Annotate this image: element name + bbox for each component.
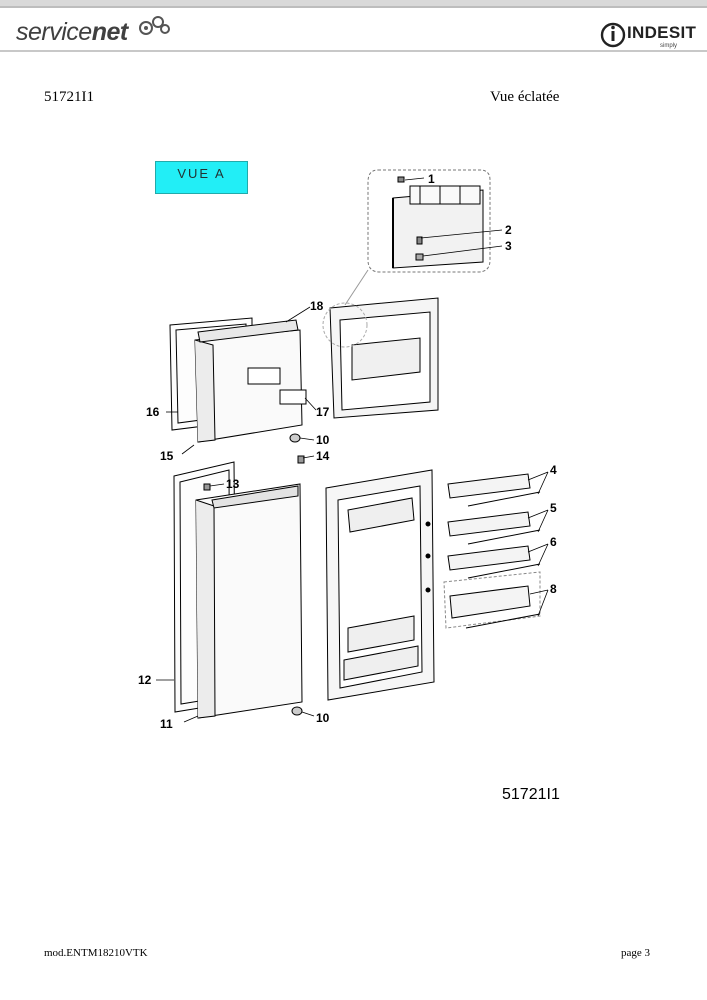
- callout-18: 18: [310, 299, 324, 313]
- callout-10-top: 10: [316, 433, 330, 447]
- callout-2: 2: [505, 223, 512, 237]
- part-13-stop: [203, 483, 211, 491]
- drawing-code: 51721I1: [502, 786, 560, 803]
- gears-icon: [139, 16, 170, 35]
- callout-8: 8: [550, 582, 557, 596]
- part-18-door-trim: [197, 319, 299, 343]
- part-1-hinge-cap: [397, 176, 405, 183]
- part-10-hinge-bottom: [291, 706, 303, 716]
- page-header: servicenet INDESIT simply: [0, 8, 707, 54]
- callout-3: 3: [505, 239, 512, 253]
- part-11-door-panel: [195, 483, 303, 719]
- callout-5: 5: [550, 501, 557, 515]
- callout-11: 11: [160, 717, 173, 731]
- document-reference: 51721I1: [44, 89, 94, 105]
- indesit-i-icon: [600, 22, 626, 48]
- brand-name: INDESIT: [627, 23, 697, 42]
- part-3-bushing: [415, 253, 424, 261]
- indesit-logo: INDESIT simply: [600, 21, 697, 51]
- freezer-door-exploded: [169, 297, 439, 443]
- part-10-hinge-top: [289, 433, 301, 443]
- view-a-label: VUE A: [155, 161, 248, 194]
- callout-12: 12: [138, 673, 152, 687]
- callout-1: 1: [428, 172, 435, 186]
- callout-6: 6: [550, 535, 557, 549]
- header-rule: [0, 50, 707, 52]
- part-17-label: [279, 389, 307, 405]
- callout-15: 15: [160, 449, 174, 463]
- part-5-shelf: [447, 511, 531, 537]
- logo-text-service: service: [16, 18, 92, 46]
- leader-lines: [156, 177, 549, 723]
- top-border-line: [0, 6, 707, 8]
- part-4-shelf: [447, 473, 531, 499]
- part-2-pin: [416, 236, 423, 245]
- detail-inset: [344, 169, 491, 306]
- part-6-shelf: [447, 545, 531, 571]
- document-title: Vue éclatée: [490, 89, 560, 105]
- footer-model: mod.ENTM18210VTK: [44, 947, 148, 959]
- brand-tagline: simply: [660, 43, 678, 49]
- logo-text-net: net: [91, 18, 129, 46]
- callout-14: 14: [316, 449, 330, 463]
- servicenet-logo: servicenet: [16, 18, 128, 47]
- footer-page: page 3: [621, 947, 651, 959]
- callout-16: 16: [146, 405, 160, 419]
- door-shelves: [443, 473, 541, 629]
- top-border: [0, 0, 707, 6]
- part-14-pin: [297, 455, 305, 464]
- callout-4: 4: [550, 463, 557, 477]
- callout-10-bottom: 10: [316, 711, 330, 725]
- part-8-bottle-shelf: [449, 585, 531, 619]
- callout-17: 17: [316, 405, 330, 419]
- callout-13: 13: [226, 477, 240, 491]
- fridge-door-exploded: [173, 455, 435, 719]
